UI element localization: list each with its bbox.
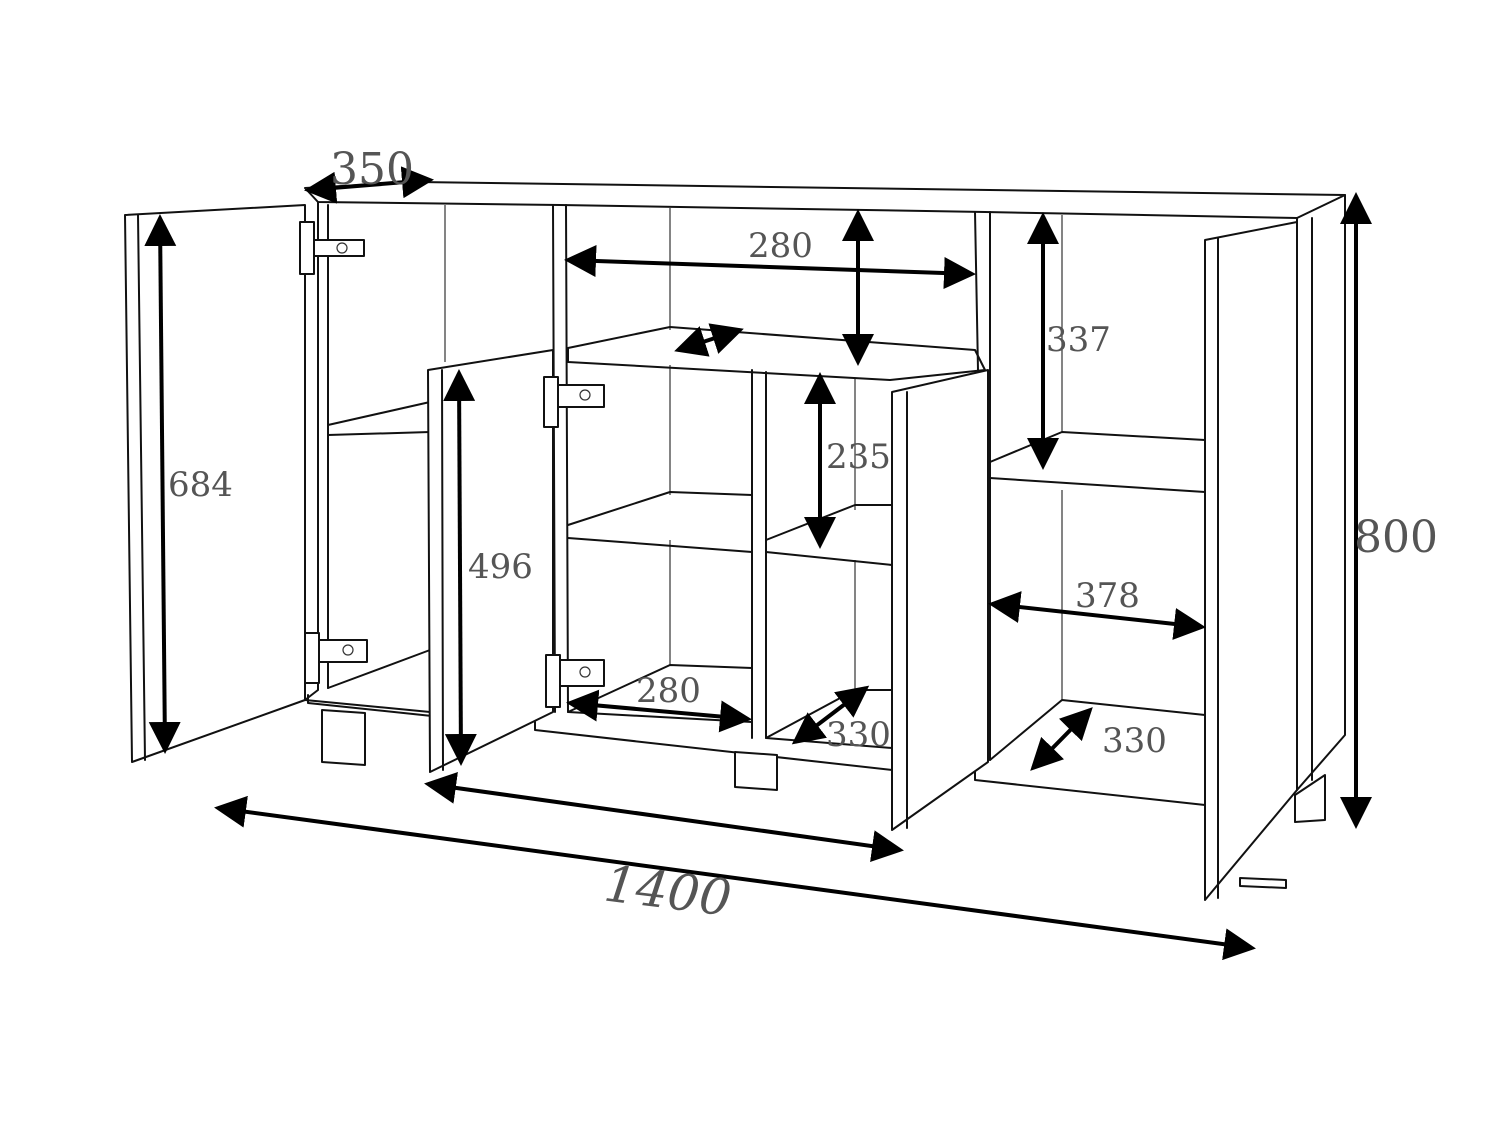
arrow-right-depth (1030, 707, 1093, 771)
top-slab (304, 181, 1346, 219)
arrow-top-shelf-depth (674, 323, 744, 357)
arrow-left-section-width (424, 772, 904, 862)
label-total-height: 800 (1354, 512, 1438, 563)
label-depth: 350 (330, 144, 414, 195)
label-middle-depth: 330 (826, 715, 891, 755)
hinge-icon (299, 221, 365, 275)
label-door-middle-height: 496 (468, 547, 533, 587)
leg-front-right (1239, 877, 1287, 889)
arrow-door-middle-height (443, 369, 477, 766)
arrow-door-left-height (144, 214, 181, 754)
hinge-icon (545, 654, 605, 708)
label-middle-upper-height: 235 (826, 437, 891, 477)
arrow-total-width (214, 795, 1256, 961)
door-right (1204, 221, 1298, 901)
label-door-left-height: 684 (168, 465, 233, 505)
label-right-width: 378 (1075, 576, 1140, 616)
door-center-right (891, 369, 989, 831)
leg-front-left (321, 709, 366, 766)
hinges (299, 221, 605, 708)
hinge-icon (304, 632, 368, 684)
label-total-width: 1400 (601, 855, 734, 928)
label-right-top-height: 337 (1046, 320, 1111, 360)
leg-back-right (1294, 774, 1326, 823)
hinge-icon (543, 376, 605, 428)
arrow-middle-depth (791, 685, 870, 745)
arrow-top-shelf-width (564, 244, 976, 290)
label-right-depth: 330 (1102, 721, 1167, 761)
label-top-shelf-width: 280 (748, 226, 813, 266)
arrow-depth (304, 166, 434, 204)
dimension-labels: 350 280 337 684 235 496 800 378 280 330 … (168, 144, 1438, 928)
label-bottom-shelf-width: 280 (636, 671, 701, 711)
arrow-right-width (988, 591, 1206, 640)
dimension-arrows (144, 166, 1372, 961)
leg-front-middle (734, 751, 778, 791)
arrow-bottom-shelf-width (566, 689, 752, 733)
